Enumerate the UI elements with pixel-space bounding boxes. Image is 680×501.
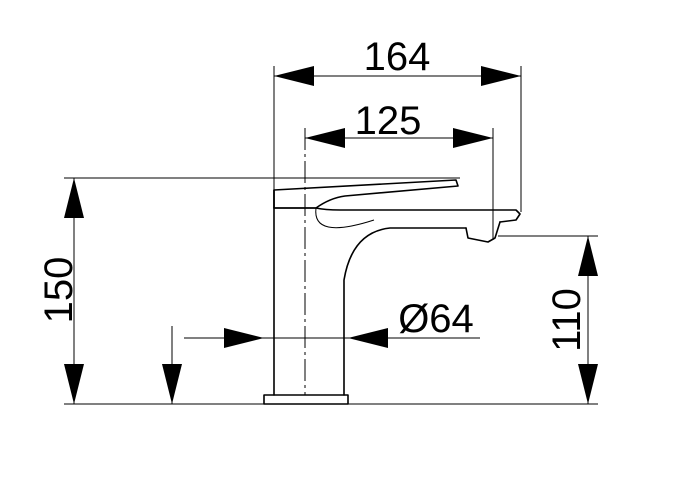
base-plate [263,394,349,405]
dimension-label-164: 164 [364,35,431,79]
extension-lines [64,66,598,405]
dimension-spout-height: 110 [545,236,598,404]
arrowhead [348,328,388,348]
arrowhead [64,364,84,404]
arrowhead [64,178,84,218]
arrowhead [305,128,345,148]
dimension-label-diameter: Ø64 [398,297,474,341]
arrowhead [274,66,314,86]
dimension-spout-reach: 125 [305,99,493,148]
dimension-total-height: 150 [37,178,84,404]
body-contour [315,207,375,229]
spout-top [273,207,521,223]
arrowhead [481,66,521,86]
dimension-label-110: 110 [545,288,589,352]
dimension-label-125: 125 [355,99,422,143]
faucet-outline [263,179,521,405]
arrowhead [453,128,493,148]
handle-lever [273,179,459,209]
arrowhead [578,236,598,276]
dimension-base-diameter: Ø64 [162,297,474,404]
arrowhead [162,364,182,404]
dimension-label-150: 150 [37,257,81,324]
spout-underside [343,227,467,396]
arrowhead [578,364,598,404]
dimension-overall-width: 164 [274,35,521,86]
spout-nozzle [465,221,501,243]
arrowhead [224,328,264,348]
